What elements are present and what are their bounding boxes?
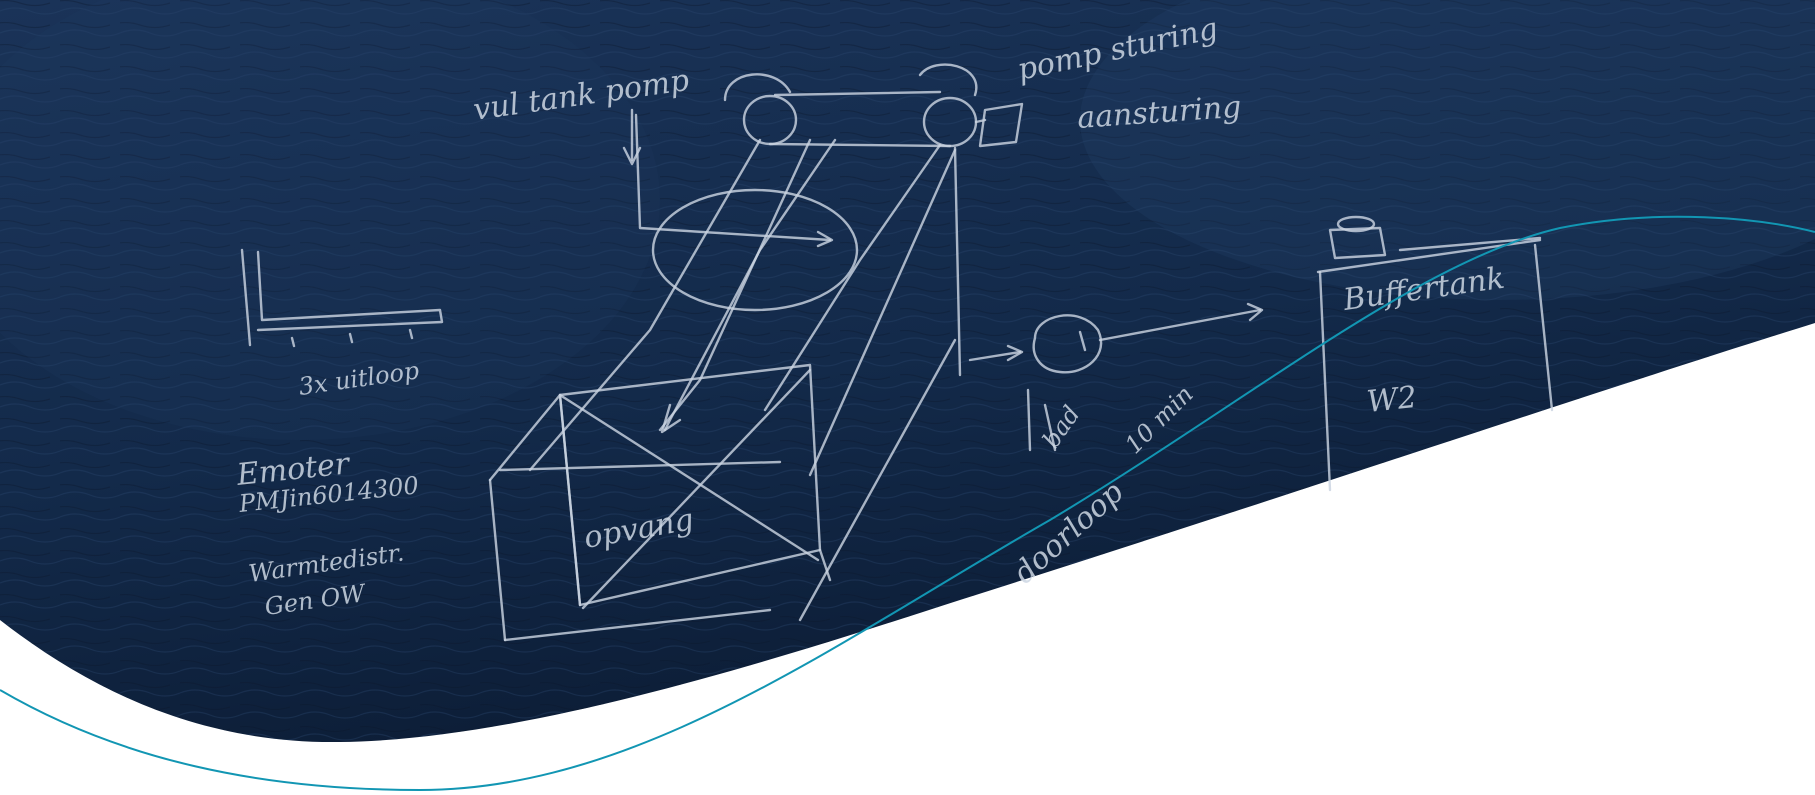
label-w2: W2 bbox=[1365, 380, 1418, 420]
